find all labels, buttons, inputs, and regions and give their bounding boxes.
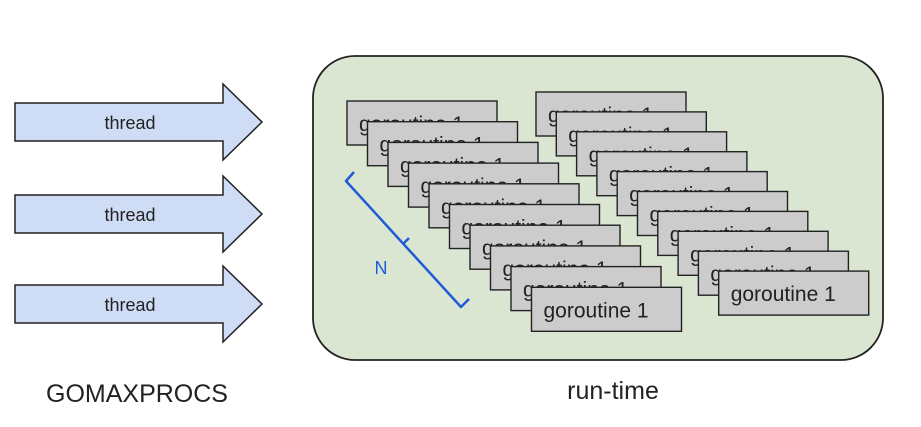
n-bracket: N <box>344 171 470 309</box>
runtime-label: run-time <box>567 377 659 405</box>
gomaxprocs-label: GOMAXPROCS <box>46 380 228 408</box>
thread-arrow-1: thread <box>14 82 264 162</box>
thread-label: thread <box>104 295 155 315</box>
thread-label: thread <box>104 205 155 225</box>
goroutine-label: goroutine 1 <box>544 299 649 322</box>
thread-arrow-3: thread <box>14 264 264 344</box>
goroutine-card: goroutine 1 <box>530 286 683 332</box>
n-label: N <box>375 258 388 278</box>
goroutine-label: goroutine 1 <box>731 283 836 306</box>
thread-arrow-2: thread <box>14 174 264 254</box>
thread-label: thread <box>104 113 155 133</box>
goroutine-card: goroutine 1 <box>718 270 870 316</box>
